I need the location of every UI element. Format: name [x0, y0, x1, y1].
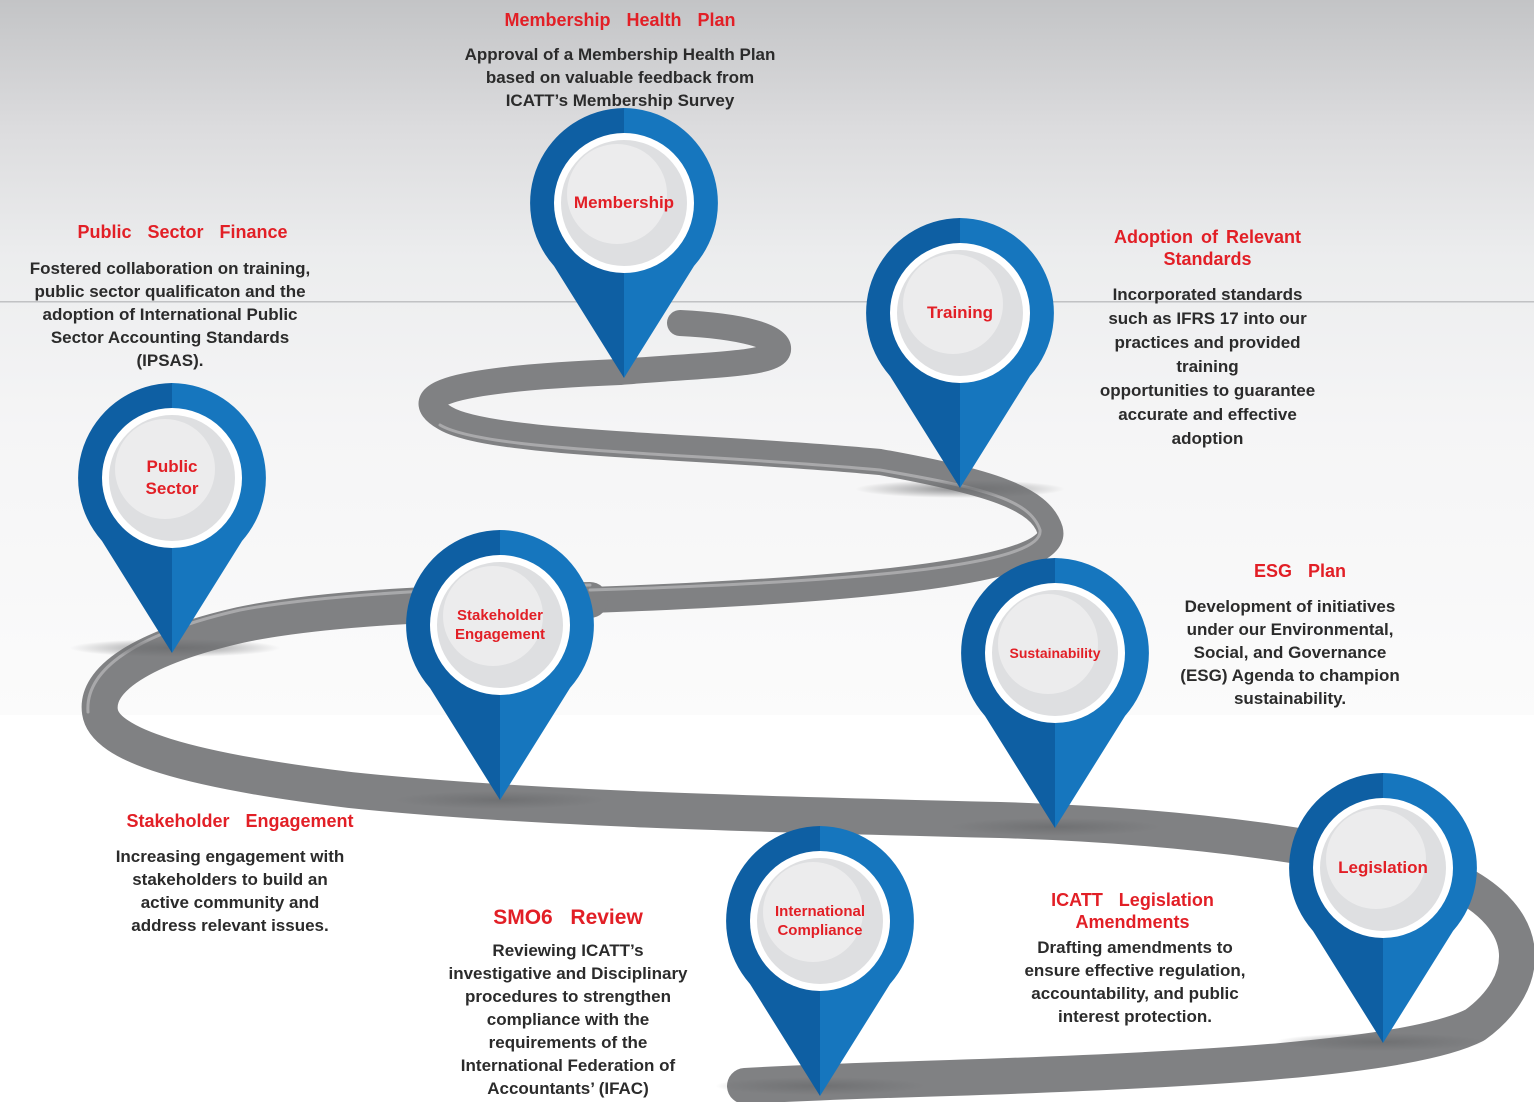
map-pin-icon	[530, 108, 718, 378]
map-pin-icon	[726, 826, 914, 1096]
callout-title: Stakeholder Engagement	[126, 811, 354, 831]
pin-public-sector: Public Sector	[77, 383, 267, 653]
pin-label-international: International Compliance	[774, 903, 865, 939]
callout-body: Increasing engagement with stakeholders …	[115, 847, 345, 935]
map-pin-icon	[866, 218, 1054, 488]
callout-standards: Adoption of Relevant Standards Incorpora…	[1070, 226, 1345, 451]
callout-legislation: ICATT Legislation Amendments Drafting am…	[990, 889, 1280, 1028]
pin-label-sustainability: Sustainability	[1009, 645, 1101, 661]
callout-body: Fostered collaboration on training, publ…	[29, 259, 311, 370]
callout-body: Incorporated standards such as IFRS 17 i…	[1099, 285, 1316, 448]
pin-label-membership: Membership	[573, 193, 675, 212]
pin-sustainability: Sustainability	[960, 558, 1150, 828]
callout-body: Development of initiatives under our Env…	[1180, 597, 1400, 708]
pin-shadow	[855, 480, 1065, 498]
pin-label-public-sector: Public Sector	[145, 457, 199, 498]
map-pin-icon	[406, 530, 594, 800]
callout-title: ESG Plan	[1253, 561, 1347, 581]
pin-stakeholder: Stakeholder Engagement	[405, 530, 595, 800]
callout-body: Reviewing ICATT’s investigative and Disc…	[448, 941, 688, 1098]
road-segment	[418, 310, 1064, 613]
pin-shadow	[395, 791, 605, 809]
callout-membership: Membership Health Plan Approval of a Mem…	[405, 9, 835, 112]
pin-label-stakeholder: Stakeholder Engagement	[454, 607, 545, 643]
map-pin-icon	[78, 383, 266, 653]
pin-shadow	[1275, 1033, 1485, 1051]
callout-title: ICATT Legislation Amendments	[1051, 890, 1214, 932]
pin-international: International Compliance	[725, 826, 915, 1096]
pin-label-legislation: Legislation	[1338, 858, 1428, 877]
callout-title: Membership Health Plan	[504, 10, 736, 30]
callout-title: Public Sector Finance	[77, 222, 288, 242]
callout-body: Approval of a Membership Health Plan bas…	[464, 45, 776, 110]
callout-esg: ESG Plan Development of initiatives unde…	[1150, 560, 1430, 710]
horizon-line	[0, 301, 1534, 303]
callout-title: Adoption of Relevant Standards	[1114, 227, 1301, 269]
pin-training: Training	[865, 218, 1055, 488]
road-highlight	[438, 423, 1042, 592]
callout-public-sector: Public Sector Finance Fostered collabora…	[0, 221, 340, 372]
map-pin-icon	[1289, 773, 1477, 1043]
callout-title: SMO6 Review	[493, 906, 643, 929]
pin-label-training: Training	[926, 303, 994, 322]
pin-legislation: Legislation	[1288, 773, 1478, 1043]
callout-smo6: SMO6 Review Reviewing ICATT’s investigat…	[418, 905, 718, 1100]
map-pin-icon	[961, 558, 1149, 828]
callout-body: Drafting amendments to ensure effective …	[1024, 938, 1246, 1026]
pin-membership: Membership	[529, 108, 719, 378]
callout-stakeholder: Stakeholder Engagement Increasing engage…	[85, 810, 375, 937]
